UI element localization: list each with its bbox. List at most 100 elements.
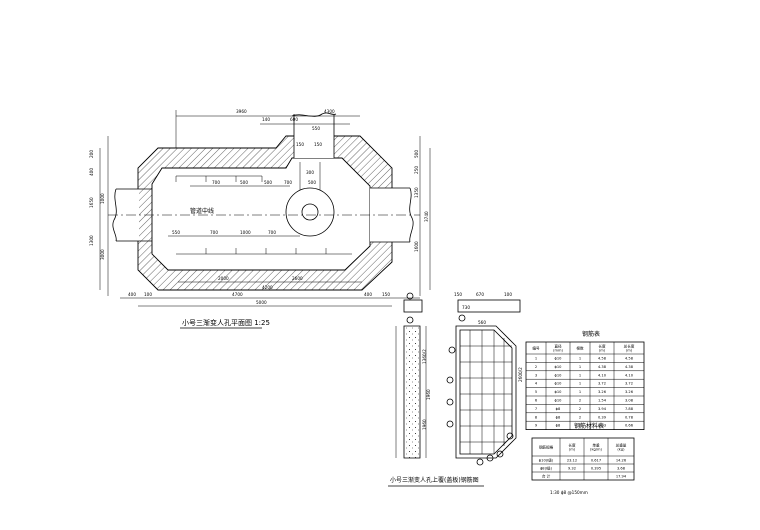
section-dim-top-3: 100 [504, 292, 512, 297]
material-table-header-2: (kg/m) [590, 447, 602, 451]
plan-dim-top-7: 150 [314, 142, 322, 147]
rebar-table-cell: ϕ10 [555, 390, 563, 394]
rebar-table-cell: 3.08 [625, 399, 634, 403]
rebar-table-cell: 2 [579, 407, 581, 411]
section-slab-left [403, 325, 421, 459]
plan-dim-left-1: 200 [89, 150, 94, 158]
plan-dim-top-2: 4300 [324, 109, 335, 114]
rebar-table-cell: 1 [579, 365, 581, 369]
rebar-table-cell: 7.88 [625, 407, 634, 411]
rebar-table-header-2: 根数 [576, 345, 584, 350]
material-table-title: 钢筋材料表 [574, 422, 604, 430]
plan-dim-inner-2: 500 [240, 180, 248, 185]
material-table-cell: ϕ8(I级) [540, 465, 553, 470]
material-table-header-3: 总重量 [616, 442, 627, 447]
plan-manhole-inner [301, 203, 319, 221]
material-table-header-0: 钢筋规格 [539, 444, 554, 449]
plan-dim-right-2: 250 [414, 166, 419, 174]
plan-dim-inner-5: 500 [308, 180, 316, 185]
rebar-table-cell: ϕ10 [555, 365, 563, 369]
section-dim-top-5: 560 [478, 320, 486, 325]
rebar-table-cell: ϕ10 [555, 357, 563, 361]
rebar-table-cell: 7 [535, 407, 537, 411]
rebar-table-cell: 3 [535, 373, 537, 377]
plan-dim-left-3: 1650 [89, 197, 94, 208]
plan-dim-bottom-8: 400 [364, 292, 372, 297]
plan-dim-inner-4: 700 [284, 180, 292, 185]
plan-dim-bottom-2: 2600 [292, 276, 303, 281]
plan-dim-bottom-6: 400 [128, 292, 136, 297]
plan-dim-left-6: 3000 [100, 249, 105, 260]
rebar-table-cell: 4.58 [625, 357, 634, 361]
section-dim-side-2: 1360/2 [422, 349, 427, 364]
scale-note: 1:30 ϕ8 @150mm [550, 490, 588, 495]
plan-dim-right-3: 1350 [414, 187, 419, 198]
material-table-header-3: (kg) [617, 447, 625, 451]
rebar-table-header-3: (m) [599, 348, 606, 352]
rebar-table-cell: 1 [535, 357, 537, 361]
rebar-table-cell: 2 [579, 415, 581, 419]
rebar-table-cell: ϕ8 [556, 415, 561, 419]
rebar-table-cell: 3.26 [625, 390, 634, 394]
section-dim-top-4: 730 [462, 305, 470, 310]
rebar-table-cell: 2 [579, 424, 581, 428]
plan-dim-left-2: 400 [89, 168, 94, 176]
material-table-cell: 17.94 [616, 474, 627, 478]
plan-dim-top-1: 3960 [236, 109, 247, 114]
section-dim-side-3: 1960 [422, 419, 427, 430]
rebar-table-header-4: (m) [626, 348, 633, 352]
plan-dim-right-4: 3740 [424, 211, 429, 222]
rebar-table-cell: 8 [535, 415, 538, 419]
rebar-table-cell: 6 [535, 399, 538, 403]
rebar-table-header-1: 直径 [554, 343, 562, 348]
plan-dim-inner-7: 700 [210, 230, 218, 235]
rebar-table-cell: 3.26 [598, 390, 607, 394]
rebar-table-cell: 4.10 [598, 373, 607, 377]
section-top-strip [457, 299, 521, 313]
rebar-table-cell: 4 [535, 382, 538, 386]
material-table: 钢筋材料表 钢筋规格长度(m)单重(kg/m)总重量(kg)ϕ10(I级)23.… [531, 422, 635, 495]
rebar-table-cell: 9 [535, 424, 538, 428]
rebar-table-cell: 0.39 [598, 415, 607, 419]
rebar-table-header-0: 编号 [532, 345, 540, 350]
material-table-cell: 9.32 [568, 466, 576, 470]
rebar-table-cell: 3.94 [598, 407, 607, 411]
material-table-cell: 0.617 [591, 458, 601, 462]
material-table-header-1: 长度 [568, 442, 576, 447]
rebar-table-cell: 4.38 [598, 365, 607, 369]
section-slab-top-strip [403, 299, 423, 313]
plan-dimension-lines [99, 110, 431, 307]
rebar-table-cell: 3.72 [598, 382, 606, 386]
material-table-cell: 合 计 [542, 473, 551, 478]
material-table-cell: ϕ10(I级) [539, 457, 554, 462]
rebar-table-cell: 4.10 [625, 373, 634, 377]
plan-pipe-label: 管道中线 [190, 207, 214, 215]
plan-dim-left-4: 1000 [100, 193, 105, 204]
plan-rebar-lines [175, 162, 352, 255]
material-table-header-1: (m) [569, 447, 576, 451]
plan-dim-bottom-7: 100 [144, 292, 152, 297]
rebar-table-cell: 1 [579, 390, 581, 394]
plan-pipe-top [291, 112, 337, 158]
plan-title: 小号三渐变人孔平面图 1:25 [182, 318, 270, 327]
rebar-table-cell: 0.33 [598, 424, 606, 428]
material-table-cell: 0.395 [591, 466, 601, 470]
section-title: 小号三渐变人孔上覆(盖板)钢筋图 [390, 476, 479, 484]
plan-dim-top-6: 150 [296, 142, 304, 147]
rebar-table-cell: 1 [579, 373, 581, 377]
rebar-table-cell: 0.66 [625, 424, 634, 428]
plan-view: 管道中线 [89, 109, 431, 329]
rebar-table-cell: ϕ8 [556, 407, 561, 411]
rebar-table-cell: 2 [579, 399, 581, 403]
rebar-table-header-4: 总长度 [624, 343, 635, 348]
rebar-table-cell: ϕ10 [555, 399, 563, 403]
plan-dim-top-3: 140 [262, 117, 270, 122]
plan-inner-chamber [151, 157, 371, 271]
rebar-table-frame [525, 341, 645, 430]
rebar-table-cell: 2 [535, 365, 537, 369]
rebar-table-title: 钢筋表 [582, 330, 600, 338]
rebar-table-cell: 4.38 [625, 365, 634, 369]
plan-dim-bottom-3: 4200 [262, 285, 273, 290]
